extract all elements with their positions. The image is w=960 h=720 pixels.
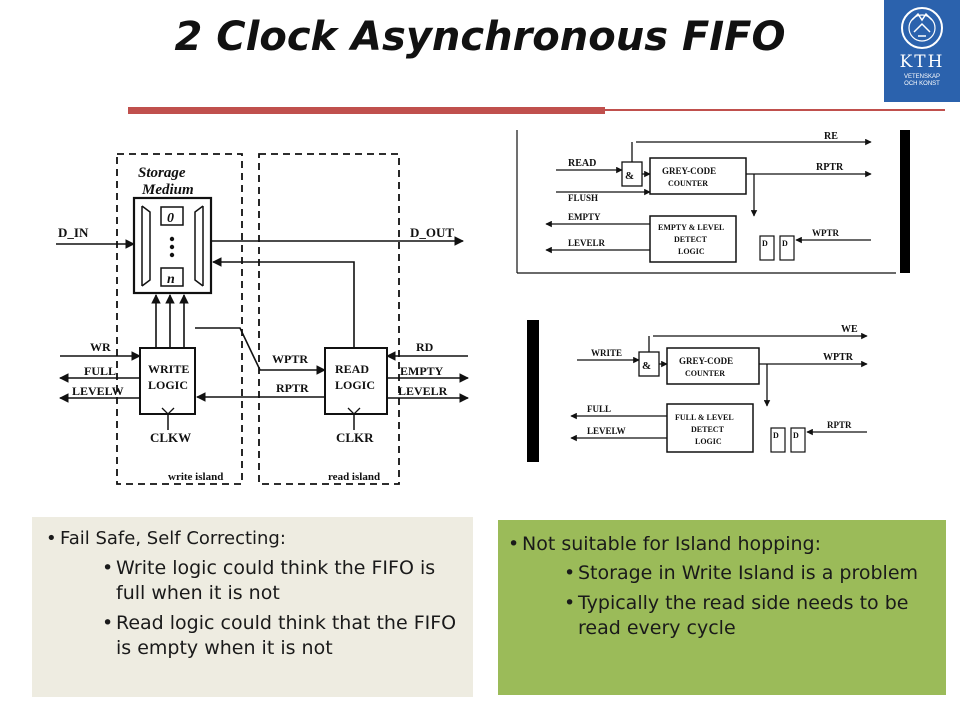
read-island-label: read island [328,471,380,483]
ff2-label: D [793,431,799,440]
medium-label: Medium [141,182,194,198]
list-item: •Not suitable for Island hopping: [508,533,822,555]
list-item: •Write logic could think the FIFO is ful… [102,557,436,604]
fifo-block-diagram: Storage Medium 0 n D_IN D_OUT WRITE LOGI… [56,153,469,485]
and-gate-label: & [625,170,634,182]
full-out-label: FULL [587,404,611,414]
kth-crest-icon [901,7,943,49]
full-label: FULL [84,364,116,378]
wptr-in-label: WPTR [812,228,840,238]
grey-code-counter-box [649,157,747,195]
wr-label: WR [90,340,111,354]
write-label: WRITE [591,348,622,358]
read-logic-box [324,347,388,415]
rd-label: RD [416,340,434,354]
storage-label: Storage [138,165,186,181]
write-logic-label: WRITE [148,362,189,376]
d-out-label: D_OUT [410,225,454,240]
d-in-label: D_IN [58,225,89,240]
rptr-in-label: RPTR [827,420,852,430]
we-label: WE [841,324,858,335]
slide-title: 2 Clock Asynchronous FIFO [174,14,786,60]
write-logic-detail-diagram: WE WRITE & GREY-CODE COUNTER WPTR FULL &… [527,320,868,462]
read-logic-label-2: LOGIC [335,378,375,392]
counter-label-2: COUNTER [685,369,725,378]
empty-out-label: EMPTY [568,212,601,222]
levelw-out-label: LEVELW [587,426,626,436]
list-item: •Storage in Write Island is a problem [564,562,919,584]
ff1-label: D [773,431,779,440]
grey-code-counter-box [666,347,760,385]
read-label: READ [568,158,596,169]
and-gate-label: & [642,360,651,372]
list-item: •Read logic could think that the FIFO is… [102,612,457,659]
write-island-box [116,153,243,485]
detect-label-2: DETECT [691,425,725,434]
wptr-label: WPTR [272,352,308,366]
detect-label-2: DETECT [674,235,708,244]
slot-zero-label: 0 [167,211,174,226]
levelw-label: LEVELW [72,384,124,398]
title-rule [128,107,605,114]
rptr-out-label: RPTR [816,162,844,173]
flush-label: FLUSH [568,193,598,203]
clkr-label: CLKR [336,430,374,445]
rptr-label: RPTR [276,381,309,395]
logo-subtext: VETENSKAP OCH KONST [903,74,940,87]
kth-logo: KTH VETENSKAP OCH KONST [884,0,960,102]
ff1-label: D [762,239,768,248]
empty-label: EMPTY [400,364,444,378]
island-hopping-box: •Not suitable for Island hopping: •Stora… [498,520,946,695]
full-level-detect-box [666,403,754,453]
counter-label: GREY-CODE [662,166,716,176]
clkw-label: CLKW [150,430,191,445]
slot-n-label: n [167,272,175,287]
read-island-box [258,153,400,485]
fail-safe-box: •Fail Safe, Self Correcting: •Write logi… [32,517,473,697]
re-label: RE [824,131,838,142]
detect-label: FULL & LEVEL [675,413,734,422]
read-logic-detail-diagram: RE READ FLUSH & GREY-CODE COUNTER RPTR E… [516,130,910,274]
detect-label-3: LOGIC [678,247,705,256]
write-logic-label-2: LOGIC [148,378,188,392]
counter-label-2: COUNTER [668,179,708,188]
list-item: •Typically the read side needs to be rea… [564,592,909,639]
levelr-out-label: LEVELR [568,238,606,248]
empty-level-detect-box [649,215,737,263]
list-item: •Fail Safe, Self Correcting: [46,528,286,549]
ff2-label: D [782,239,788,248]
title-rule-thin [605,109,945,111]
detect-label: EMPTY & LEVEL [658,223,724,232]
wptr-out-label: WPTR [823,352,854,363]
detect-label-3: LOGIC [695,437,722,446]
levelr-label: LEVELR [398,384,448,398]
counter-label: GREY-CODE [679,356,733,366]
read-logic-label: READ [335,362,369,376]
write-island-label: write island [168,471,223,483]
logo-text: KTH [899,52,945,72]
